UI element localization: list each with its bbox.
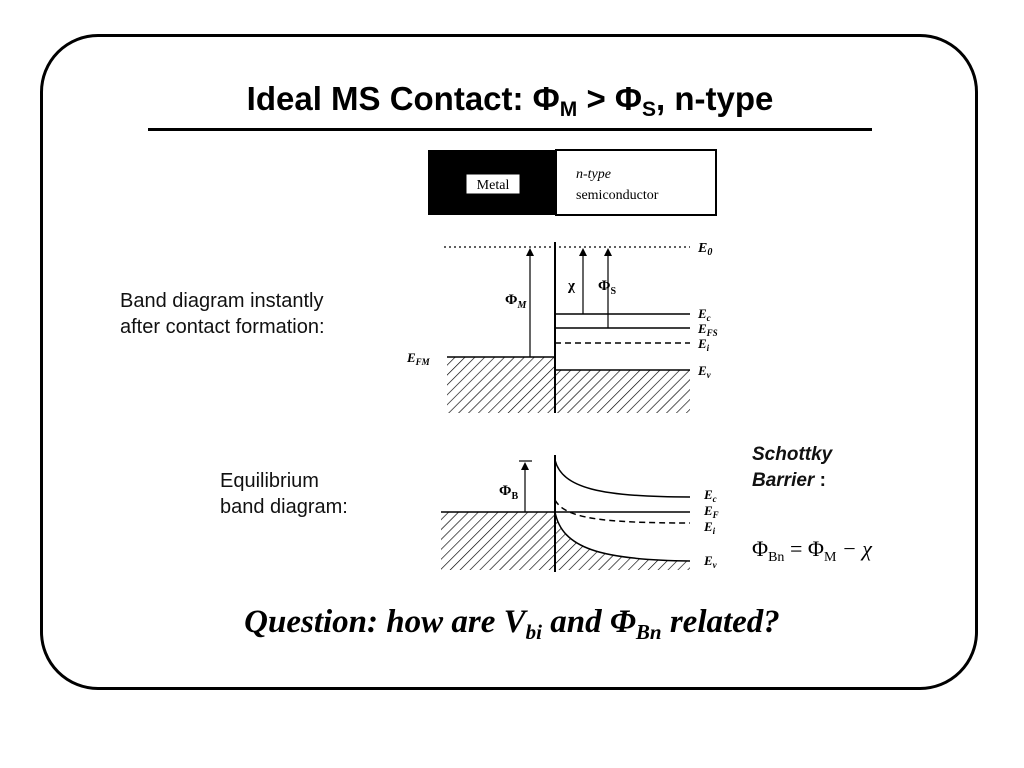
instant-band-caption: Band diagram instantly after contact for…	[120, 290, 325, 338]
phi-b-arrowhead	[521, 462, 529, 470]
ei-label-instant: Ei	[697, 336, 710, 353]
metal-label-box	[465, 173, 521, 195]
metal-filled-states	[447, 357, 555, 413]
schottky-barrier-label: Schottky Barrier :	[752, 444, 833, 491]
chi-arrowhead	[579, 248, 587, 256]
equilibrium-band-caption: Equilibrium band diagram:	[220, 470, 348, 518]
efm-label: EFM	[406, 350, 431, 367]
phi-b-label: ΦB	[499, 483, 518, 502]
chi-label: χ	[567, 278, 576, 294]
semiconductor-label-2: semiconductor	[576, 188, 659, 203]
ec-label-instant: Ec	[697, 306, 711, 323]
ec-label-eq: Ec	[703, 487, 717, 504]
ef-label-eq: EF	[703, 503, 719, 520]
phi-m-arrowhead	[526, 248, 534, 256]
metal-label: Metal	[477, 178, 510, 193]
slide-title: Ideal MS Contact: ΦM > ΦS, n-type	[246, 80, 774, 121]
semiconductor-block	[555, 149, 717, 216]
metal-filled-states-eq	[441, 512, 555, 570]
phi-s-arrowhead	[604, 248, 612, 256]
ei-curve	[554, 499, 691, 524]
ei-label-eq: Ei	[703, 519, 716, 536]
phi-s-label: ΦS	[598, 278, 616, 297]
schottky-equation: ΦBn = ΦM − χ	[752, 536, 873, 565]
e0-label: E0	[697, 241, 712, 258]
question-text: Question: how are Vbi and ΦBn related?	[244, 604, 780, 644]
ms-structure: Metal n-type semiconductor	[428, 149, 717, 216]
ev-label-instant: Ev	[697, 363, 712, 380]
equilibrium-band-diagram: ΦB Ec EF Ei Ev	[441, 455, 719, 572]
phi-m-label: ΦM	[505, 292, 527, 311]
instant-band-diagram: E0 ΦM χ ΦS EFM Ec EFS Ei Ev	[406, 241, 718, 413]
valence-band-fill	[555, 370, 690, 413]
ec-curve	[554, 459, 691, 498]
semiconductor-label-1: n-type	[576, 167, 611, 182]
title-underline	[148, 128, 872, 131]
ev-label-eq: Ev	[703, 553, 718, 570]
efs-label: EFS	[697, 321, 718, 338]
ev-curve	[554, 511, 691, 562]
valence-band-fill-eq	[555, 512, 690, 570]
